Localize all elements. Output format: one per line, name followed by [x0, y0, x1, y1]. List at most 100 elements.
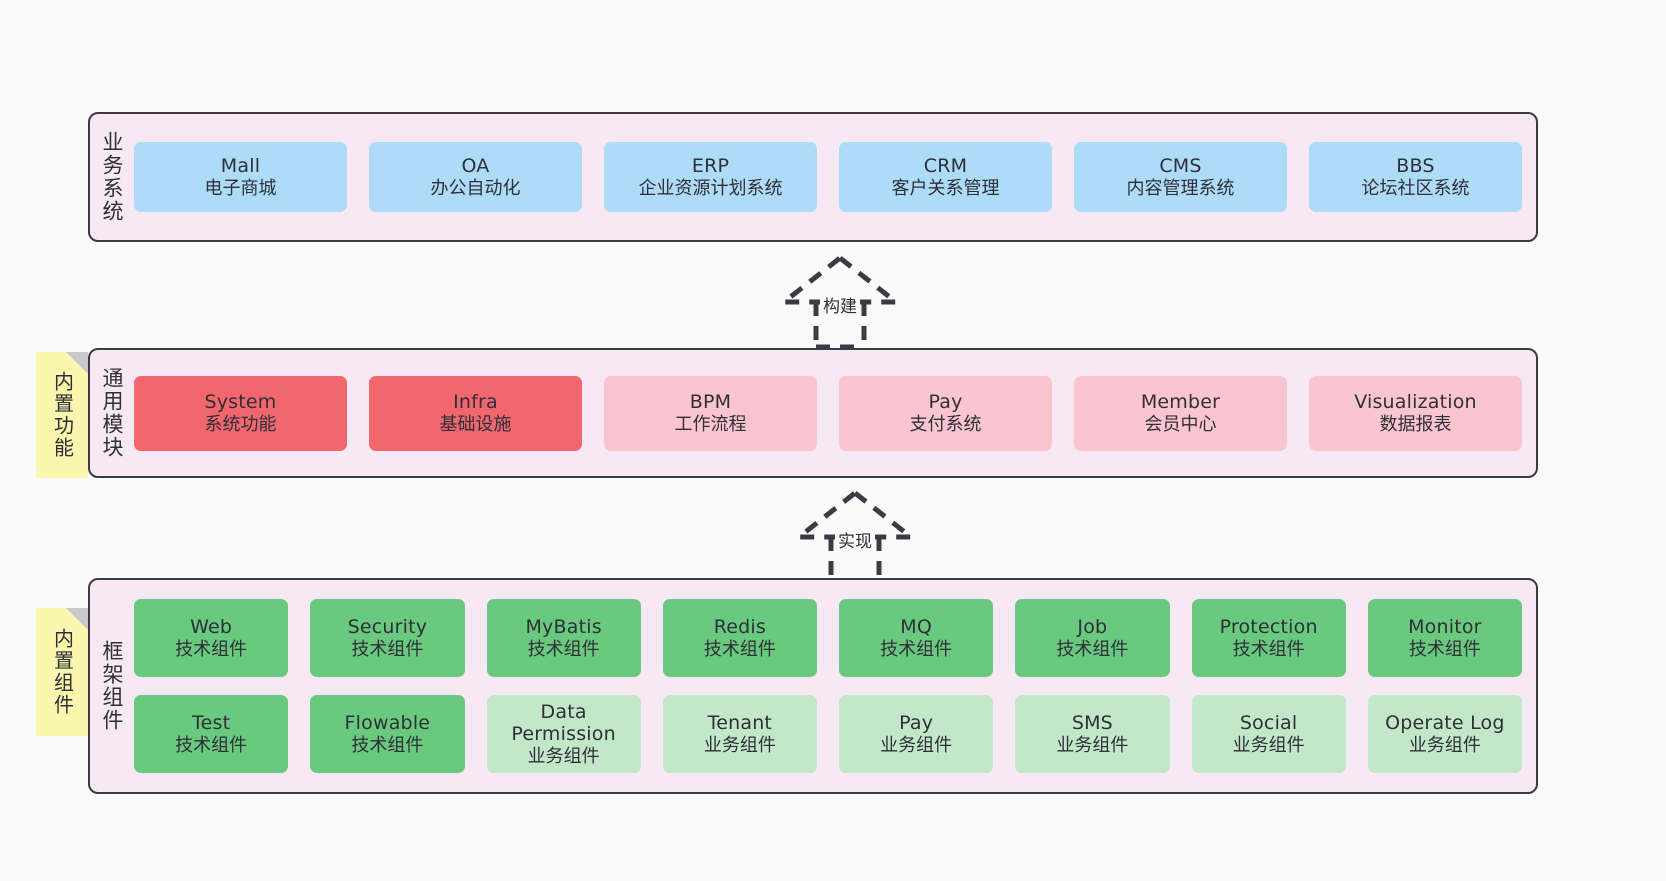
module-card-title: System [204, 391, 277, 414]
sticky-note-builtin-features: 内置功能 [36, 352, 88, 478]
module-card-subtitle: 工作流程 [674, 413, 747, 435]
module-card-subtitle: 业务组件 [1408, 734, 1481, 756]
module-card-title: Social [1239, 712, 1298, 735]
module-card-title: Monitor [1408, 616, 1482, 639]
module-card-subtitle: 技术组件 [351, 638, 424, 660]
module-card-subtitle: 技术组件 [1056, 638, 1129, 660]
module-card-title: Pay [899, 712, 934, 735]
module-card-subtitle: 业务组件 [1056, 734, 1129, 756]
module-card-subtitle: 业务组件 [527, 745, 600, 767]
module-card-title: Mall [220, 155, 261, 178]
module-card-subtitle: 业务组件 [1232, 734, 1305, 756]
module-card-subtitle: 技术组件 [1408, 638, 1481, 660]
module-card-subtitle: 技术组件 [175, 638, 248, 660]
module-card-title: Redis [713, 616, 767, 639]
module-card-title: Tenant [707, 712, 773, 735]
connector-build-label: 构建 [820, 292, 860, 317]
sticky-note-builtin-components: 内置组件 [36, 608, 88, 736]
module-card-subtitle: 技术组件 [175, 734, 248, 756]
module-card-subtitle: 业务组件 [880, 734, 953, 756]
module-card-subtitle: 技术组件 [527, 638, 600, 660]
module-card-subtitle: 技术组件 [1232, 638, 1305, 660]
module-card-title: Infra [453, 391, 498, 414]
module-card-subtitle: 业务组件 [703, 734, 776, 756]
module-card-subtitle: 系统功能 [204, 413, 277, 435]
module-card-subtitle: 支付系统 [909, 413, 982, 435]
module-card-title: Protection [1219, 616, 1318, 639]
module-card-subtitle: 办公自动化 [430, 177, 521, 199]
module-card-title: Flowable [344, 712, 431, 735]
module-card-title: CRM [923, 155, 968, 178]
business-systems-label: 业务系统 [100, 131, 125, 223]
module-card-subtitle: 论坛社区系统 [1361, 177, 1470, 199]
module-card-subtitle: 技术组件 [703, 638, 776, 660]
module-card-title: Member [1140, 391, 1221, 414]
module-card-subtitle: 数据报表 [1379, 413, 1452, 435]
module-card-title: Test [192, 712, 231, 735]
connector-build: 构建 [755, 252, 925, 350]
module-card-subtitle: 电子商城 [204, 177, 277, 199]
module-card-title: BBS [1396, 155, 1435, 178]
common-modules-label: 通用模块 [100, 367, 125, 459]
connector-realize: 实现 [770, 487, 940, 585]
module-card-title: SMS [1071, 712, 1113, 735]
module-card-title: Security [347, 616, 428, 639]
module-card-subtitle: 客户关系管理 [891, 177, 1000, 199]
module-card-title: ERP [691, 155, 730, 178]
module-card-subtitle: 基础设施 [439, 413, 512, 435]
connector-realize-label: 实现 [835, 527, 875, 552]
module-card-title: MQ [900, 616, 932, 639]
module-card-title: Visualization [1354, 391, 1477, 414]
module-card-subtitle: 企业资源计划系统 [638, 177, 783, 199]
framework-components-label: 框架组件 [100, 640, 125, 732]
module-card-subtitle: 技术组件 [880, 638, 953, 660]
module-card-title: Operate Log [1385, 712, 1505, 735]
module-card-title: Web [190, 616, 233, 639]
module-card-title: Data Permission [511, 700, 616, 746]
module-card-subtitle: 技术组件 [351, 734, 424, 756]
module-card-subtitle: 会员中心 [1144, 413, 1217, 435]
module-card-title: Job [1077, 616, 1108, 639]
module-card-title: MyBatis [525, 616, 602, 639]
module-card-subtitle: 内容管理系统 [1126, 177, 1235, 199]
module-card-title: Pay [928, 391, 963, 414]
module-card-title: OA [461, 155, 490, 178]
